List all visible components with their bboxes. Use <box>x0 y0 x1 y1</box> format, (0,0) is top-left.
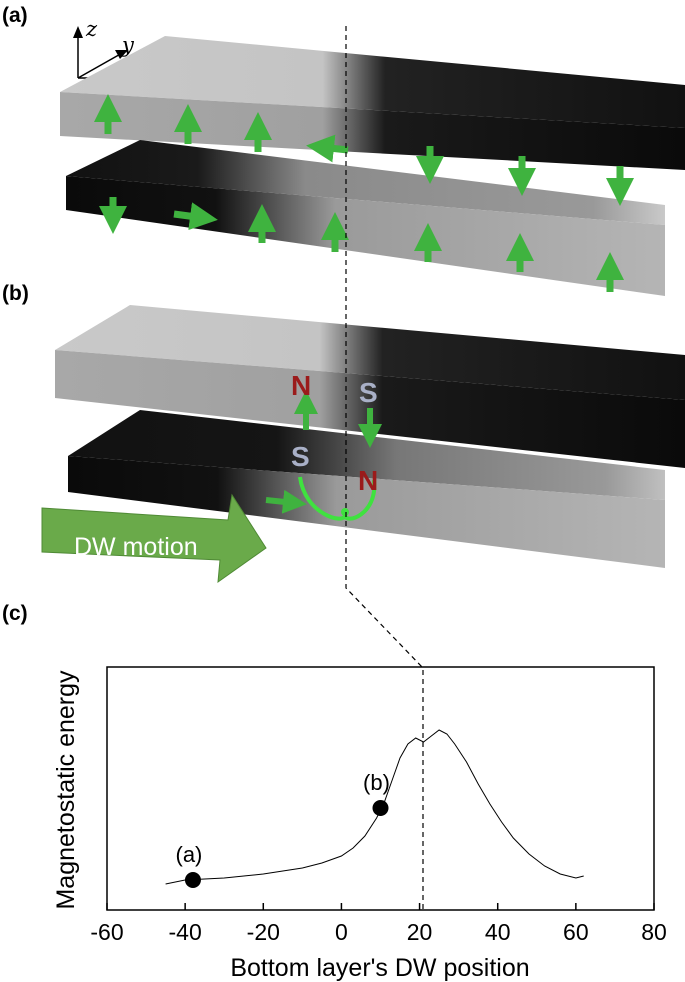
axis-letter-y: y <box>121 33 135 57</box>
panel-label-c: (c) <box>2 602 28 625</box>
y-axis-title: Magnetostatic energy <box>52 670 80 910</box>
data-point-marker <box>184 872 201 888</box>
pole-label-s-bottom: S <box>291 441 310 472</box>
series-line-energy <box>165 729 584 885</box>
x-axis-title: Bottom layer's DW position <box>230 954 529 982</box>
x-tick-label: -40 <box>169 919 202 945</box>
panel-a-moment-arrows <box>94 94 634 292</box>
data-point-marker <box>372 800 389 816</box>
data-point-label: (a) <box>176 842 203 867</box>
dw-guide-line <box>345 26 424 910</box>
magnetostatic-energy-chart: -60 -40 -20 0 20 40 60 80 (a) (b) Bottom layer's… <box>52 666 667 982</box>
panel-label-b: (b) <box>2 282 29 305</box>
x-tick-label: -60 <box>90 919 123 945</box>
stray-field-loop-center <box>341 508 349 516</box>
plot-frame <box>106 666 655 911</box>
data-point-label: (b) <box>363 770 390 795</box>
panel-a-top-layer <box>60 36 685 170</box>
dw-motion-label: DW motion <box>74 533 198 561</box>
x-tick-label: 0 <box>335 919 348 945</box>
x-tick-label: 60 <box>563 919 589 945</box>
pole-label-n-top: N <box>291 370 311 401</box>
x-tick-label: 40 <box>485 919 511 945</box>
pole-label-s-top: S <box>359 377 378 408</box>
pole-label-n-bottom: N <box>358 465 378 496</box>
panel-label-a: (a) <box>2 4 28 27</box>
x-tick-label: 80 <box>641 919 667 945</box>
x-tick-label: 20 <box>407 919 433 945</box>
x-tick-label: -20 <box>247 919 280 945</box>
axis-letter-z: z <box>85 17 98 41</box>
dw-motion-arrow: DW motion <box>41 493 267 584</box>
panel-b-moment-arrows <box>265 390 382 514</box>
